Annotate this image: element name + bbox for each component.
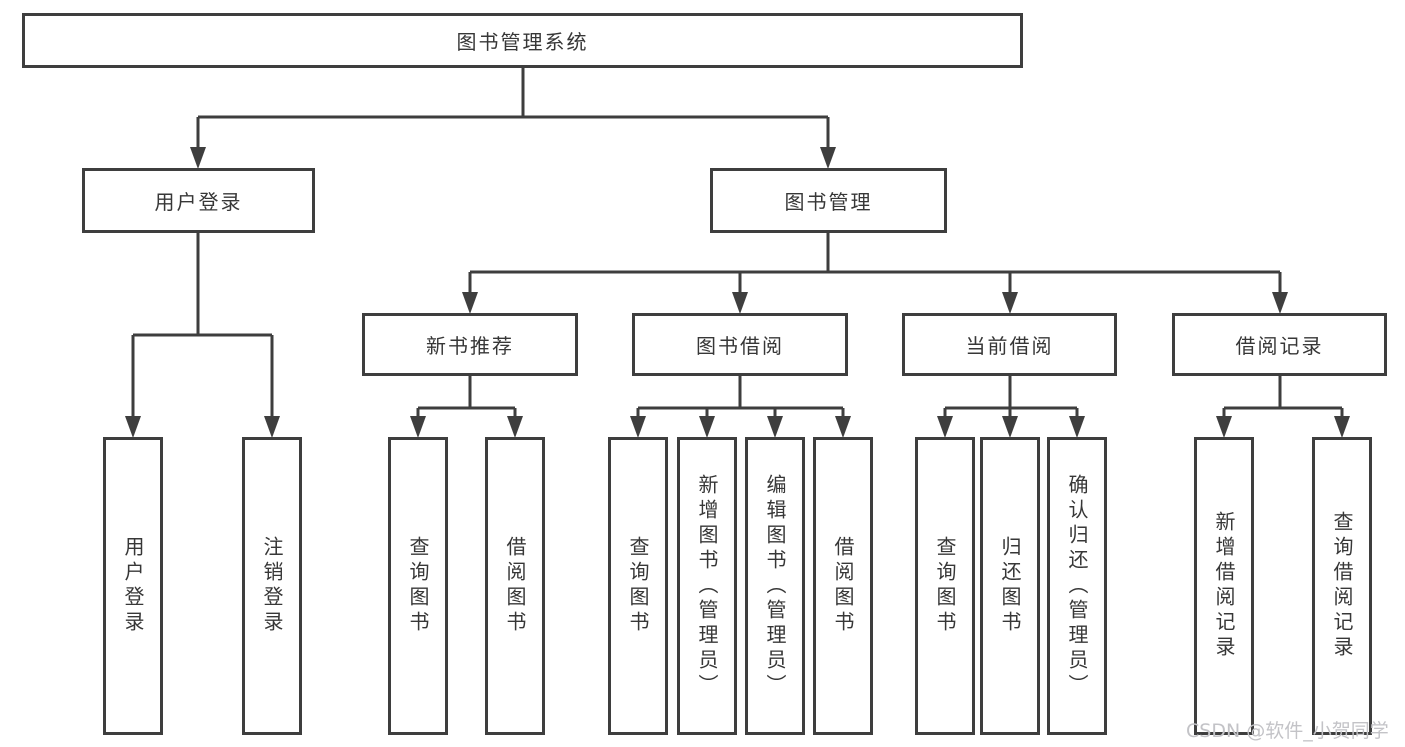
arrowhead xyxy=(699,416,715,438)
arrowhead xyxy=(1334,416,1350,438)
node-leaf-current-confirm: 确认归还（管理员） xyxy=(1047,437,1107,735)
connector-current-borrow-to-leaves xyxy=(937,376,1085,438)
node-leaf-borrow-edit: 编辑图书（管理员） xyxy=(745,437,805,735)
arrowhead xyxy=(410,416,426,438)
arrowhead xyxy=(835,416,851,438)
arrowhead xyxy=(630,416,646,438)
arrowhead xyxy=(462,292,478,314)
connector-user-login-to-leaves xyxy=(125,233,280,438)
arrowhead xyxy=(732,292,748,314)
arrowhead xyxy=(1002,416,1018,438)
arrowhead xyxy=(190,147,206,169)
node-root: 图书管理系统 xyxy=(22,13,1023,68)
node-new-book-rec: 新书推荐 xyxy=(362,313,578,376)
node-leaf-records-query: 查询借阅记录 xyxy=(1312,437,1372,735)
node-current-borrow: 当前借阅 xyxy=(902,313,1117,376)
node-leaf-current-query: 查询图书 xyxy=(915,437,975,735)
node-leaf-user-login: 用户登录 xyxy=(103,437,163,735)
node-leaf-records-add: 新增借阅记录 xyxy=(1194,437,1254,735)
arrowhead xyxy=(767,416,783,438)
node-user-login: 用户登录 xyxy=(82,168,315,233)
arrowhead xyxy=(125,416,141,438)
node-book-mgmt: 图书管理 xyxy=(710,168,947,233)
arrowhead xyxy=(264,416,280,438)
arrowhead xyxy=(1069,416,1085,438)
node-leaf-borrow-add: 新增图书（管理员） xyxy=(677,437,737,735)
node-leaf-logout: 注销登录 xyxy=(242,437,302,735)
arrowhead xyxy=(507,416,523,438)
connector-borrow-records-to-leaves xyxy=(1216,376,1350,438)
watermark: CSDN @软件_小贺同学 xyxy=(1186,720,1389,742)
node-leaf-newbook-query: 查询图书 xyxy=(388,437,448,735)
node-leaf-current-return: 归还图书 xyxy=(980,437,1040,735)
node-leaf-borrow-borrow: 借阅图书 xyxy=(813,437,873,735)
node-borrow-records: 借阅记录 xyxy=(1172,313,1387,376)
node-leaf-borrow-query: 查询图书 xyxy=(608,437,668,735)
connector-new-book-rec-to-leaves xyxy=(410,376,523,438)
connector-book-borrow-to-leaves xyxy=(630,376,851,438)
arrowhead xyxy=(1002,292,1018,314)
arrowhead xyxy=(1272,292,1288,314)
connector-root-to-level2 xyxy=(190,68,836,169)
connector-book-mgmt-to-level3 xyxy=(462,233,1288,314)
arrowhead xyxy=(820,147,836,169)
node-leaf-newbook-borrow: 借阅图书 xyxy=(485,437,545,735)
node-book-borrow: 图书借阅 xyxy=(632,313,848,376)
arrowhead xyxy=(1216,416,1232,438)
arrowhead xyxy=(937,416,953,438)
